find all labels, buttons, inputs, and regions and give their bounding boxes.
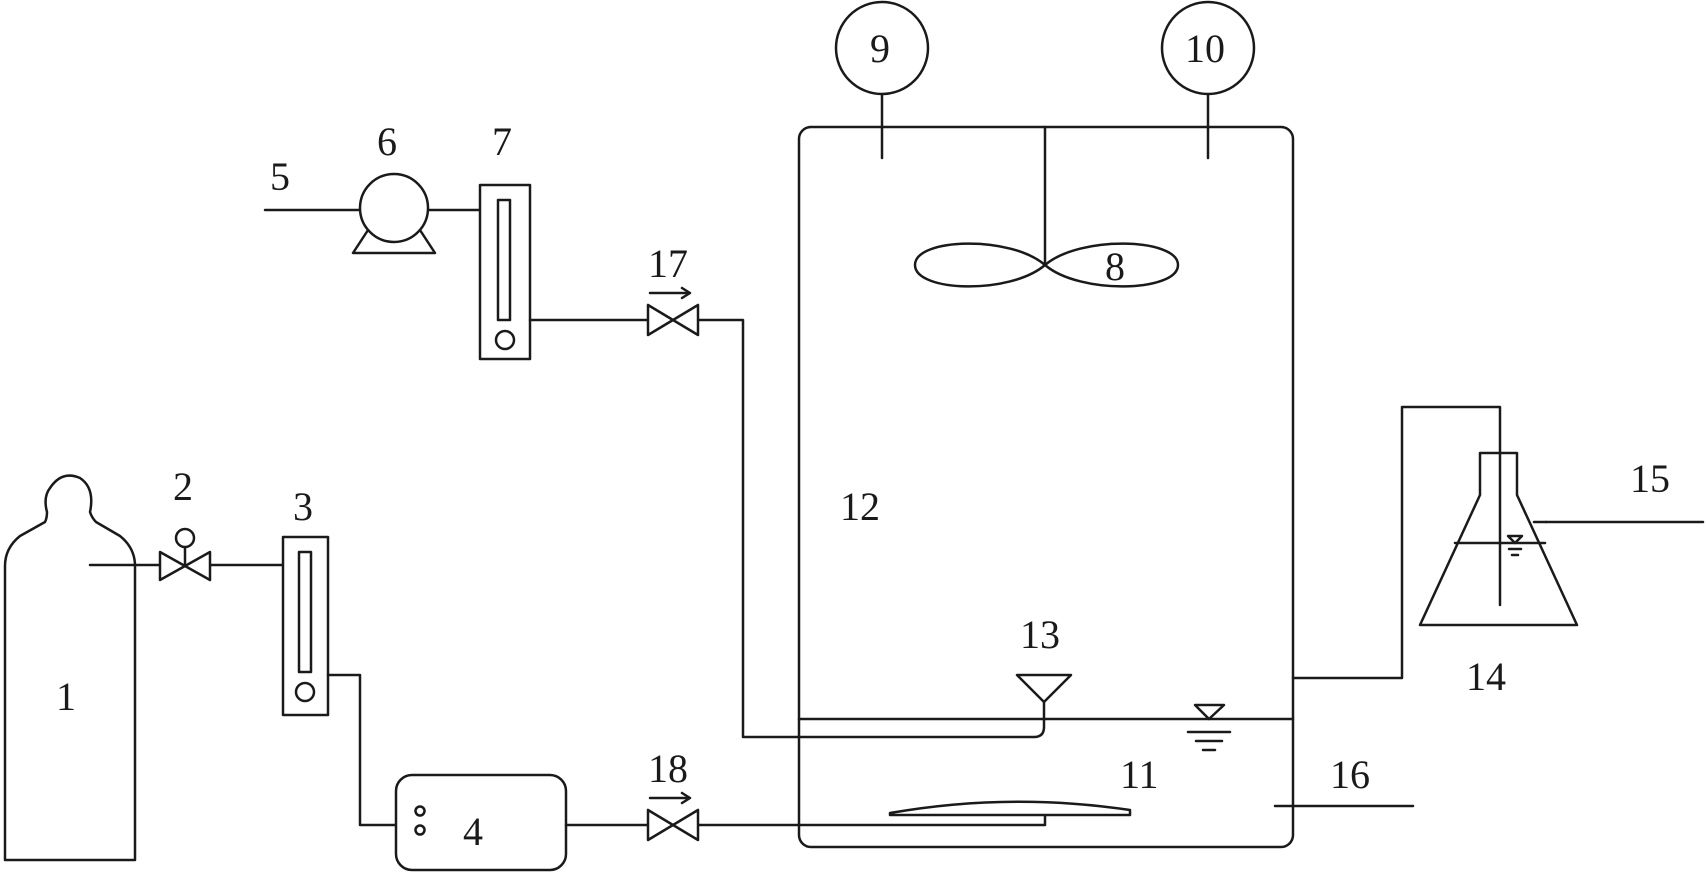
label-9: 9 — [870, 26, 890, 71]
water-level-symbol — [1186, 703, 1232, 752]
label-7: 7 — [492, 119, 512, 164]
label-3: 3 — [293, 484, 313, 529]
device-4 — [394, 773, 568, 872]
pipe-check-valve-18-to-diffuser — [696, 813, 1047, 827]
label-18: 18 — [648, 746, 688, 791]
label-2: 2 — [173, 464, 193, 509]
label-1: 1 — [56, 674, 76, 719]
check-valve-17 — [646, 286, 700, 337]
check-valve-18 — [646, 791, 700, 842]
gauge-9 — [834, 0, 930, 96]
impeller — [913, 242, 1180, 288]
sparger — [1015, 673, 1073, 704]
absorption-flask — [1418, 451, 1579, 627]
gauge-10 — [1160, 0, 1256, 96]
pipe-flowmeter-3-to-device-4 — [326, 673, 398, 827]
label-16: 16 — [1330, 752, 1370, 797]
label-8: 8 — [1105, 244, 1125, 289]
label-10: 10 — [1185, 26, 1225, 71]
pump — [351, 172, 437, 255]
flowmeter-3 — [281, 535, 330, 717]
label-4: 4 — [463, 809, 483, 854]
pipe-check-valve-17-to-sparger — [696, 318, 1046, 739]
label-11: 11 — [1120, 752, 1159, 797]
label-15: 15 — [1630, 456, 1670, 501]
label-13: 13 — [1020, 612, 1060, 657]
label-6: 6 — [377, 119, 397, 164]
label-14: 14 — [1466, 654, 1506, 699]
diffuser-plate — [888, 800, 1132, 817]
label-17: 17 — [648, 241, 688, 286]
label-5: 5 — [270, 154, 290, 199]
gas-cylinder — [3, 474, 137, 862]
gas-outlet-pipe — [1291, 405, 1502, 680]
label-12: 12 — [840, 484, 880, 529]
flowmeter-7 — [478, 183, 532, 361]
valve — [158, 527, 212, 582]
